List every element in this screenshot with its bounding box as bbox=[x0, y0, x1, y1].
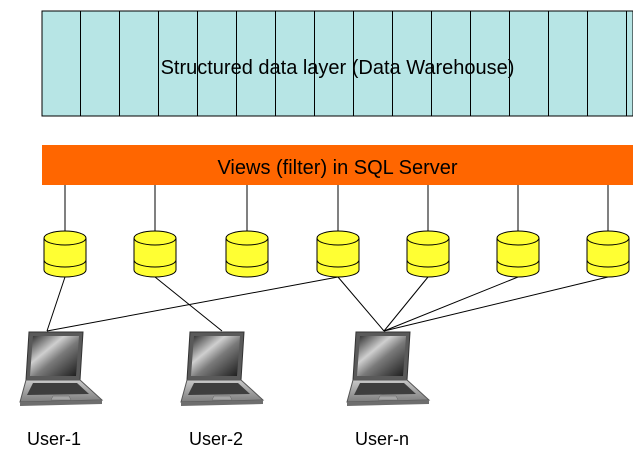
database-icon bbox=[586, 230, 630, 278]
user-link-line bbox=[383, 276, 429, 332]
warehouse-label: Structured data layer (Data Warehouse) bbox=[160, 57, 515, 79]
user-label-n: User-n bbox=[355, 429, 410, 449]
database-body bbox=[496, 238, 540, 278]
warehouse-block bbox=[41, 10, 633, 117]
database-band bbox=[406, 259, 450, 268]
database-body bbox=[586, 238, 630, 278]
database-body bbox=[43, 238, 87, 278]
views-label: Views (filter) in SQL Server bbox=[217, 157, 458, 179]
user-label-1: User-1 bbox=[27, 429, 82, 449]
user-label-2: User-2 bbox=[189, 429, 244, 449]
database-band bbox=[133, 259, 177, 268]
database-band bbox=[316, 259, 360, 268]
database-band bbox=[43, 259, 87, 268]
database-top bbox=[496, 230, 540, 246]
database-top bbox=[43, 230, 87, 246]
user-links bbox=[46, 276, 609, 332]
database-top bbox=[316, 230, 360, 246]
view-databases bbox=[43, 230, 630, 278]
database-body bbox=[133, 238, 177, 278]
views-bar bbox=[42, 145, 633, 185]
user-link-line bbox=[46, 276, 339, 332]
database-top bbox=[586, 230, 630, 246]
database-icon bbox=[225, 230, 269, 278]
user-link-line bbox=[383, 276, 609, 332]
laptop-icon bbox=[346, 331, 430, 407]
data-warehouse-layer bbox=[41, 10, 633, 117]
database-body bbox=[316, 238, 360, 278]
user-laptops bbox=[19, 331, 430, 407]
database-icon bbox=[316, 230, 360, 278]
user-link-line bbox=[154, 276, 223, 332]
database-top bbox=[225, 230, 269, 246]
user-link-line bbox=[46, 276, 66, 332]
user-link-line bbox=[337, 276, 385, 332]
view-connectors bbox=[64, 185, 609, 231]
laptop-icon bbox=[180, 331, 264, 407]
database-band bbox=[496, 259, 540, 268]
database-band bbox=[586, 259, 630, 268]
laptop-icon bbox=[19, 331, 103, 407]
views-layer bbox=[42, 145, 633, 185]
database-icon bbox=[133, 230, 177, 278]
database-icon bbox=[43, 230, 87, 278]
database-icon bbox=[406, 230, 450, 278]
user-link-line bbox=[383, 276, 519, 332]
database-body bbox=[406, 238, 450, 278]
database-band bbox=[225, 259, 269, 268]
database-top bbox=[406, 230, 450, 246]
database-body bbox=[225, 238, 269, 278]
database-top bbox=[133, 230, 177, 246]
database-icon bbox=[496, 230, 540, 278]
